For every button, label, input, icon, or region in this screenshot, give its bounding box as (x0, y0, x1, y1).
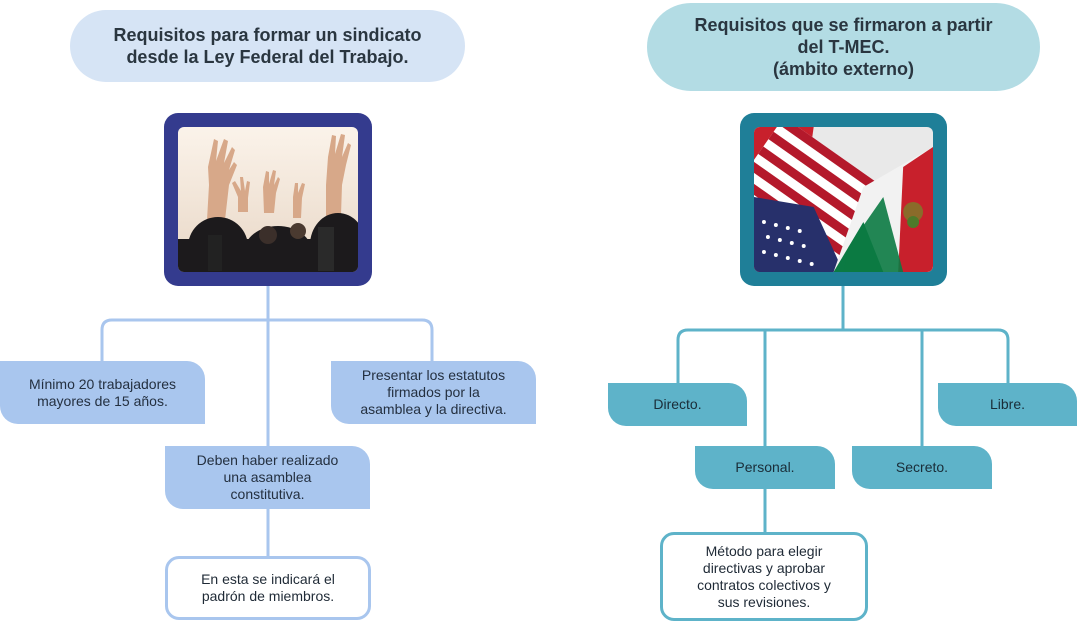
left-image-frame (164, 113, 372, 286)
right-image-frame (740, 113, 947, 286)
left-requirement-box: Deben haber realizado una asamblea const… (165, 446, 370, 509)
right-note-box: Método para elegir directivas y aprobar … (660, 532, 868, 621)
right-requirement-box: Libre. (938, 383, 1077, 426)
left-note-box: En esta se indicará el padrón de miembro… (165, 556, 371, 620)
right-requirement-box: Personal. (695, 446, 835, 489)
left-title: Requisitos para formar un sindicato desd… (70, 10, 465, 82)
right-connectors (676, 286, 1010, 534)
left-requirement-box: Mínimo 20 trabajadores mayores de 15 año… (0, 361, 205, 424)
raised-hands-crowd-icon (178, 127, 358, 272)
left-requirement-box: Presentar los estatutos firmados por la … (331, 361, 536, 424)
right-requirement-box: Secreto. (852, 446, 992, 489)
canada-usa-mexico-flags-icon (754, 127, 933, 272)
right-title: Requisitos que se firmaron a partir del … (647, 3, 1040, 91)
right-requirement-box: Directo. (608, 383, 747, 426)
left-connectors (100, 286, 434, 558)
